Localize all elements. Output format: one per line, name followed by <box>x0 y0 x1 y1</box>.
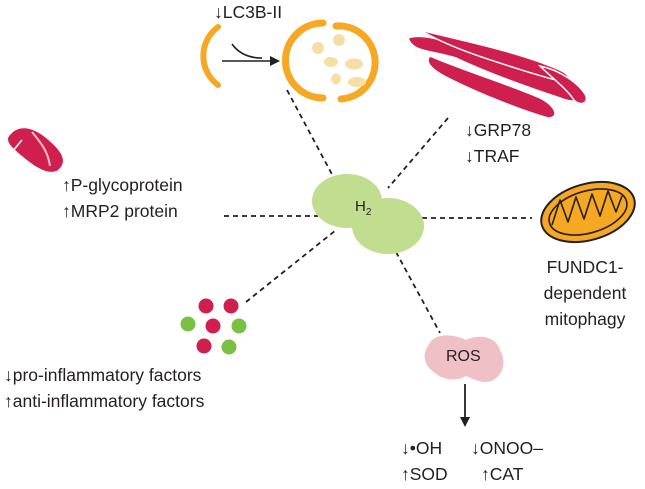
connector-autophagy <box>286 89 336 181</box>
h2-letter: H <box>355 198 366 215</box>
traf-label: ↓TRAF <box>465 146 520 166</box>
fundc1-label: FUNDC1- <box>546 257 624 277</box>
dashed-connectors <box>224 89 532 334</box>
endoplasmic-reticulum-icon <box>407 29 588 119</box>
h2-molecule-icon <box>312 174 424 254</box>
anti-inflammatory-label: ↑anti-inflammatory factors <box>4 391 205 411</box>
h2-subscript: 2 <box>365 207 372 218</box>
connector-ros <box>395 251 441 334</box>
h2-label: H2 <box>355 198 371 218</box>
sod-label: ↑SOD <box>401 464 448 484</box>
hydroxyl-label: ↓•OH <box>401 438 443 458</box>
connector-er-stress <box>387 117 449 189</box>
p-glycoprotein-label: ↑P-glycoprotein <box>62 175 183 195</box>
dependent-label: dependent <box>543 283 627 303</box>
grp78-label: ↓GRP78 <box>465 120 532 140</box>
mrp2-label: ↑MRP2 protein <box>62 201 178 221</box>
peroxynitrite-label: ↓ONOO– <box>471 438 543 458</box>
phagophore-icon <box>200 24 221 88</box>
autophagy-arrow-icon <box>222 43 280 66</box>
cat-label: ↑CAT <box>481 464 524 484</box>
inflammatory-factors-icon <box>180 298 247 355</box>
mitophagy-label: mitophagy <box>544 309 626 329</box>
ros-blob-icon <box>424 335 504 382</box>
lc3b-label: ↓LC3B-II <box>214 2 283 22</box>
autophagosome-icon <box>282 19 379 103</box>
transporter-pill-icon <box>8 124 63 172</box>
ros-label: ROS <box>446 348 481 365</box>
connector-inflammation <box>245 229 337 303</box>
mitochondrion-icon <box>540 181 636 243</box>
pro-inflammatory-label: ↓pro-inflammatory factors <box>4 365 202 385</box>
